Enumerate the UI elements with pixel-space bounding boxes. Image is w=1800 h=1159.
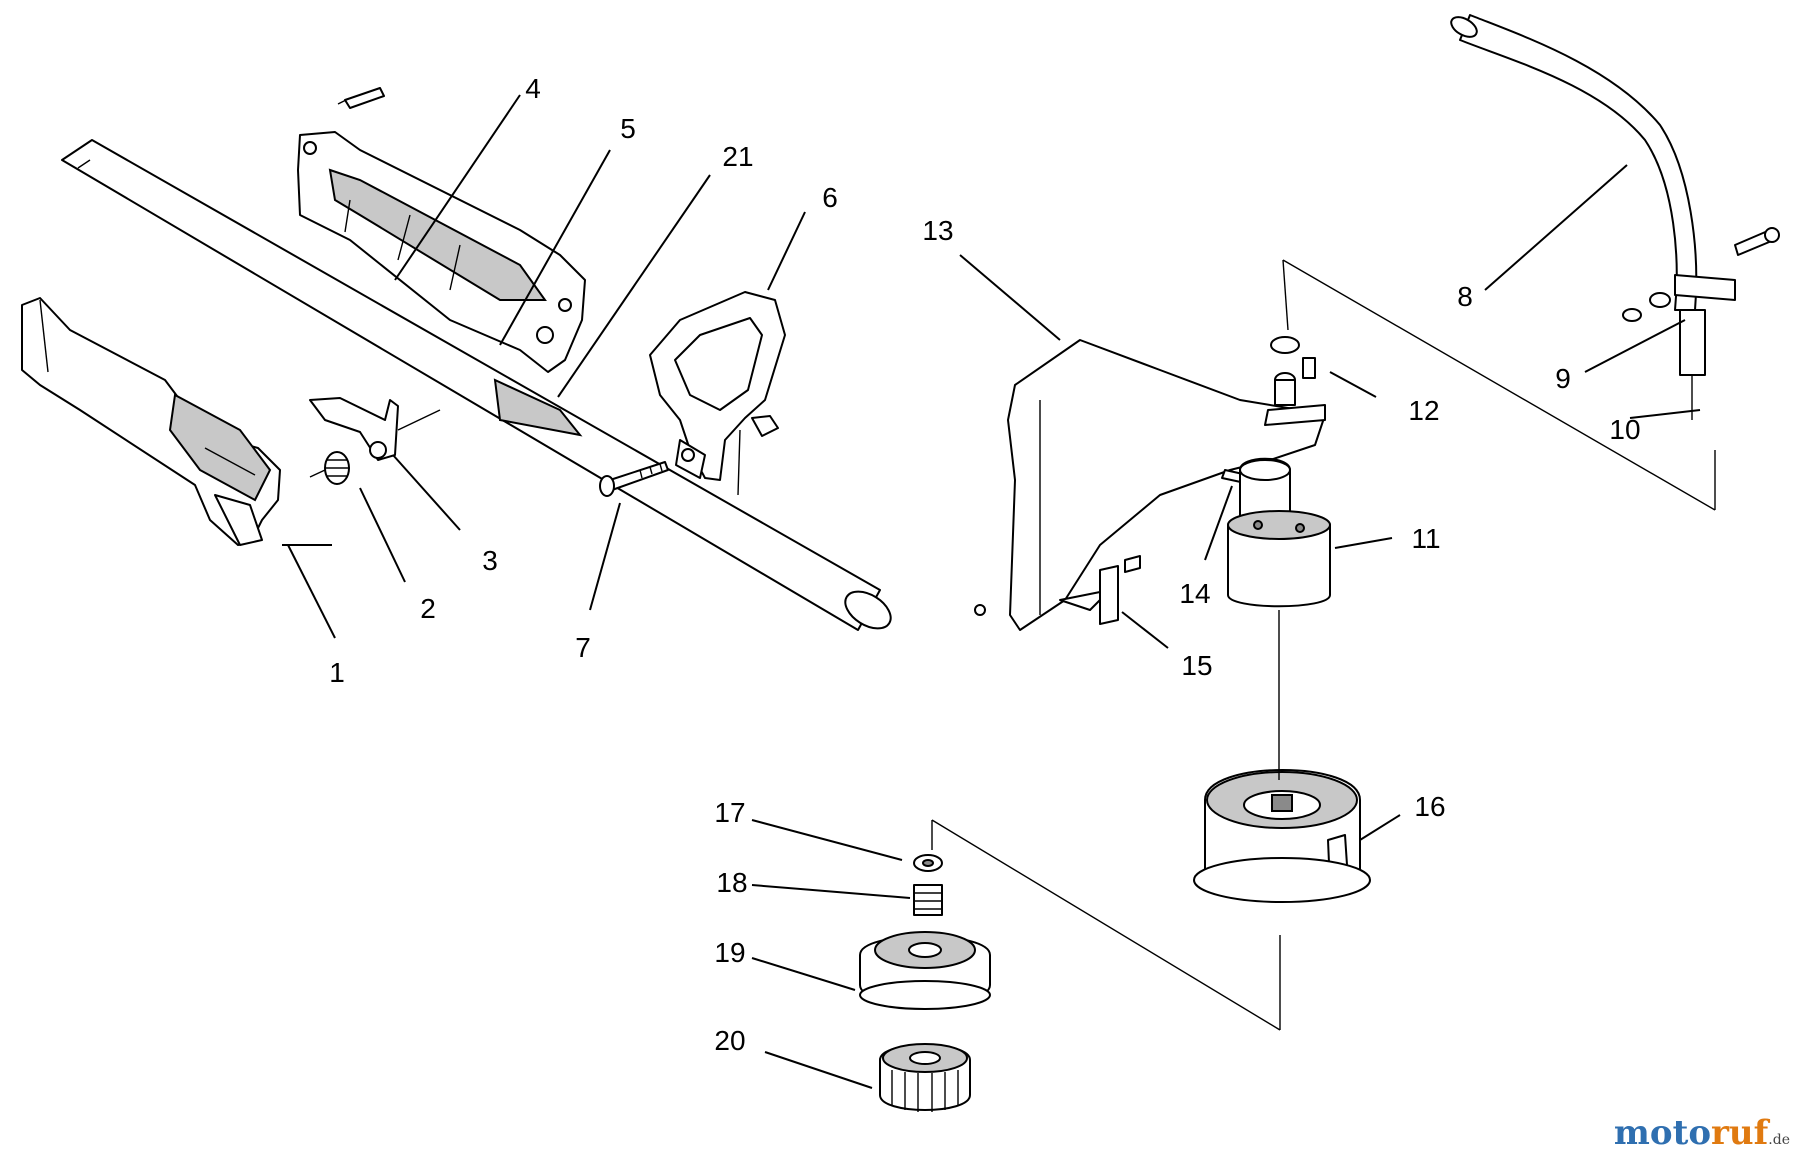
watermark-tld: .de [1768, 1132, 1790, 1148]
part-4-upper-housing [297, 87, 586, 373]
watermark-logo: motoruf.de [1614, 1113, 1790, 1153]
callout-4: 4 [525, 73, 541, 104]
part-18-spring [913, 884, 943, 916]
callout-2: 2 [420, 593, 436, 624]
part-20-bump-knob [879, 1043, 971, 1112]
leader-lines [282, 94, 1701, 1089]
watermark-letter: o [1688, 1113, 1711, 1153]
callout-14: 14 [1179, 578, 1210, 609]
callout-5: 5 [620, 113, 636, 144]
callout-21: 21 [722, 141, 753, 172]
part-9-clamp [1622, 227, 1780, 322]
part-3-trigger [309, 397, 399, 461]
watermark-letter: m [1613, 1113, 1650, 1153]
callout-10: 10 [1609, 414, 1640, 445]
callout-17: 17 [714, 797, 745, 828]
callout-19: 19 [714, 937, 745, 968]
part-12-bracket [1264, 336, 1326, 426]
callout-11: 11 [1411, 523, 1440, 554]
callout-18: 18 [716, 867, 747, 898]
callout-8: 8 [1457, 281, 1473, 312]
part-15-clip [1099, 555, 1141, 625]
part-6-loop-handle [649, 291, 786, 496]
callout-15: 15 [1181, 650, 1212, 681]
part-17-washer [913, 854, 943, 872]
part-19-spool [859, 931, 991, 1010]
watermark-letter: o [1649, 1113, 1673, 1153]
part-drive-shaft [61, 139, 892, 631]
callout-20: 20 [714, 1025, 745, 1056]
part-16-spool-base [1193, 769, 1371, 903]
callout-3: 3 [482, 545, 498, 576]
callout-12: 12 [1408, 395, 1439, 426]
callout-labels: 1 2 3 4 5 6 7 8 9 10 11 12 13 14 15 16 1… [329, 73, 1640, 1056]
part-13-guard [974, 339, 1326, 631]
callout-6: 6 [822, 182, 838, 213]
part-7-bolt [599, 461, 669, 497]
watermark-letter: f [1753, 1113, 1769, 1153]
callout-13: 13 [922, 215, 953, 246]
callout-9: 9 [1555, 363, 1571, 394]
part-2-spring [324, 451, 350, 485]
part-8-curved-shaft [1450, 14, 1698, 311]
watermark-letter: u [1728, 1113, 1754, 1153]
assembly-lines [309, 259, 1716, 1031]
part-10-shoe-pin [1679, 309, 1706, 420]
watermark-letter: t [1672, 1113, 1689, 1153]
watermark-brand: motoruf [1614, 1113, 1768, 1153]
callout-7: 7 [575, 632, 591, 663]
part-1-rear-grip [21, 297, 281, 546]
callout-1: 1 [329, 657, 345, 688]
watermark-letter: r [1711, 1113, 1729, 1153]
callout-16: 16 [1414, 791, 1445, 822]
part-11-gear-head [1227, 457, 1331, 608]
